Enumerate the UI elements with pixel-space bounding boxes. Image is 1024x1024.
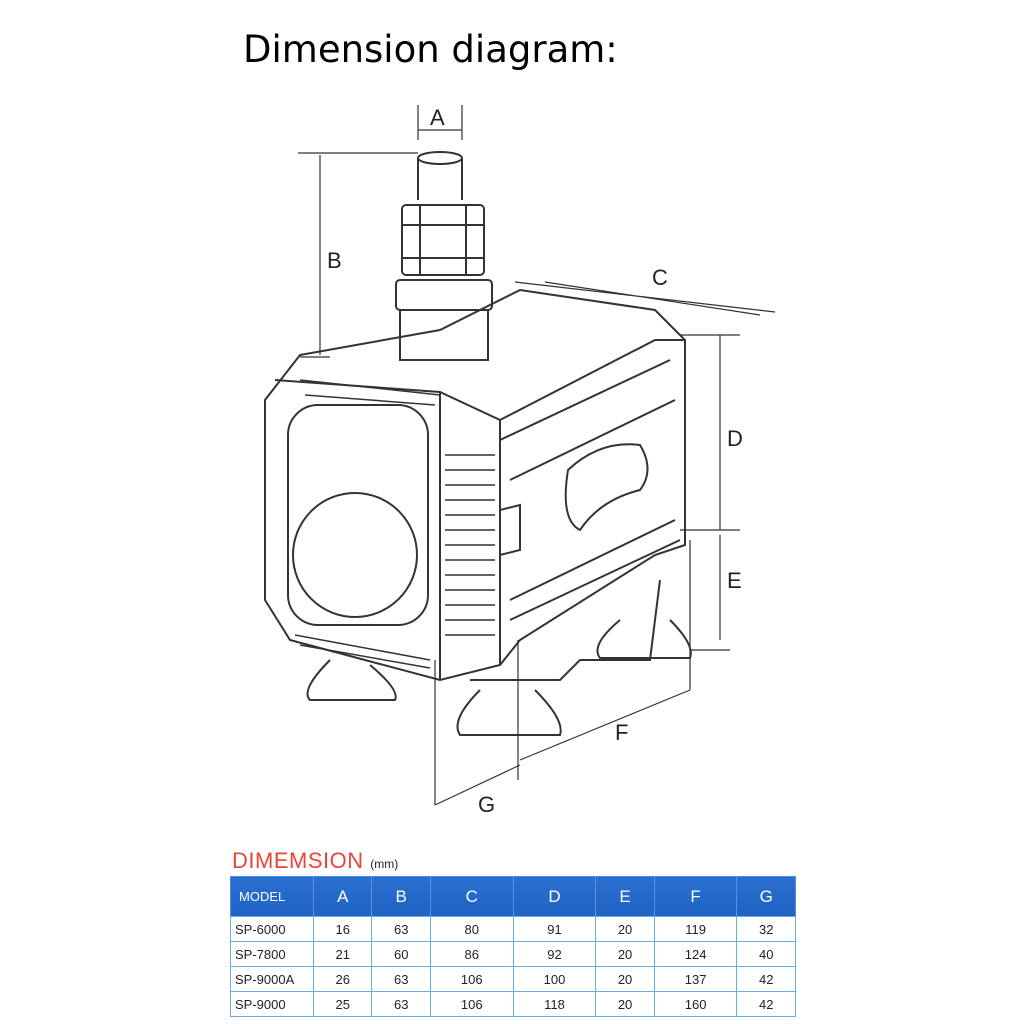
value-cell: 92 [512, 941, 597, 967]
value-cell: 40 [736, 941, 796, 967]
col-c: C [430, 876, 514, 917]
value-cell: 21 [312, 941, 373, 967]
value-cell: 26 [312, 966, 373, 992]
value-cell: 91 [512, 916, 597, 942]
heading-text: DIMEMSION [232, 848, 364, 873]
pump-dimension-diagram: A B C D E F G [264, 105, 776, 817]
dim-label-g: G [478, 792, 495, 817]
value-cell: 16 [312, 916, 373, 942]
col-f: F [654, 876, 738, 917]
value-cell: 80 [429, 916, 514, 942]
value-cell: 63 [371, 991, 431, 1017]
col-a: A [313, 876, 373, 917]
value-cell: 63 [371, 916, 431, 942]
value-cell: 20 [595, 966, 655, 992]
dimension-heading: DIMEMSION (mm) [232, 848, 398, 874]
dim-label-e: E [727, 568, 742, 593]
col-d: D [513, 876, 597, 917]
value-cell: 124 [653, 941, 738, 967]
col-b: B [371, 876, 431, 917]
col-model: MODEL [230, 876, 314, 917]
value-cell: 137 [653, 966, 738, 992]
model-cell: SP-7800 [230, 941, 314, 967]
value-cell: 86 [429, 941, 514, 967]
value-cell: 20 [595, 991, 655, 1017]
value-cell: 106 [429, 991, 514, 1017]
value-cell: 20 [595, 941, 655, 967]
dim-label-a: A [430, 105, 445, 130]
value-cell: 25 [312, 991, 373, 1017]
dim-label-d: D [727, 426, 743, 451]
value-cell: 119 [653, 916, 738, 942]
model-cell: SP-9000A [230, 966, 314, 992]
unit-text: (mm) [370, 857, 399, 871]
model-cell: SP-9000 [230, 991, 314, 1017]
value-cell: 20 [595, 916, 655, 942]
outlet-nozzle [395, 151, 493, 361]
page-title: Dimension diagram: [243, 28, 618, 71]
value-cell: 118 [512, 991, 597, 1017]
table-header-row: MODEL A B C D E F G [230, 876, 796, 917]
dim-label-f: F [615, 720, 628, 745]
value-cell: 42 [736, 966, 796, 992]
value-cell: 160 [653, 991, 738, 1017]
dimension-lines [298, 105, 776, 806]
col-g: G [736, 876, 796, 917]
value-cell: 32 [736, 916, 796, 942]
dim-label-b: B [327, 248, 342, 273]
value-cell: 42 [736, 991, 796, 1017]
suction-cups [306, 579, 692, 736]
value-cell: 100 [512, 966, 597, 992]
model-cell: SP-6000 [230, 916, 314, 942]
col-e: E [595, 876, 655, 917]
vent-grille [294, 379, 495, 669]
dim-label-c: C [652, 265, 668, 290]
value-cell: 63 [371, 966, 431, 992]
value-cell: 60 [371, 941, 431, 967]
value-cell: 106 [429, 966, 514, 992]
